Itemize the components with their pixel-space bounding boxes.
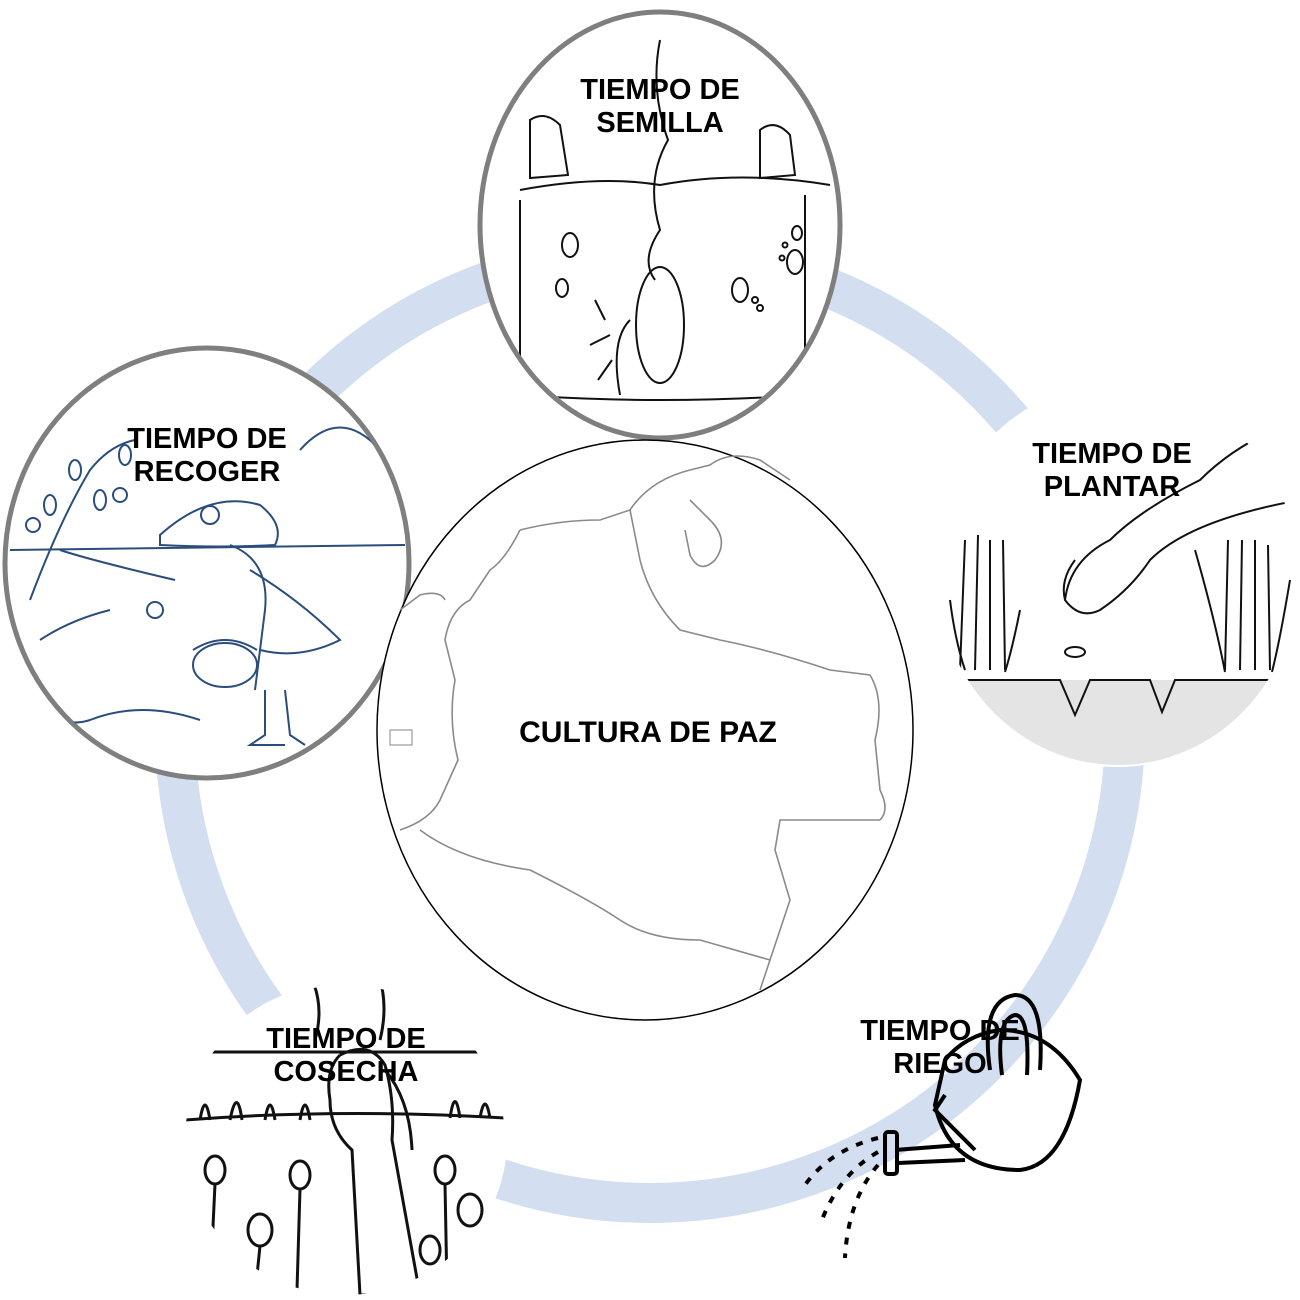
stage-label-line1: TIEMPO DE <box>580 74 740 106</box>
stage-label-plantar: TIEMPO DE PLANTAR <box>1012 438 1212 504</box>
stage-label-line2: SEMILLA <box>596 107 724 139</box>
woman-in-field-illustration <box>183 983 507 1297</box>
stage-label-line1: TIEMPO DE <box>266 1023 426 1055</box>
seed-sprouting-illustration <box>477 9 843 441</box>
stage-label-line2: COSECHA <box>273 1056 419 1088</box>
center-map-illustration: CULTURA DE PAZ <box>376 439 914 1021</box>
stage-label-cosecha: TIEMPO DE COSECHA <box>246 1023 446 1089</box>
watering-can-illustration <box>803 992 1083 1259</box>
stage-label-recoger: TIEMPO DE RECOGER <box>107 423 307 489</box>
stage-label-line1: TIEMPO DE <box>1032 438 1192 470</box>
center-label: CULTURA DE PAZ <box>519 716 777 749</box>
stage-label-line1: TIEMPO DE <box>860 1015 1020 1047</box>
stage-label-line2: RECOGER <box>133 456 281 488</box>
stage-label-line2: PLANTAR <box>1043 471 1181 503</box>
stage-label-line2: RIEGO <box>893 1048 987 1080</box>
stage-label-line1: TIEMPO DE <box>127 423 287 455</box>
girl-picking-fruit-illustration <box>2 345 412 781</box>
stage-label-semilla: TIEMPO DE SEMILLA <box>560 74 760 140</box>
stage-label-riego: TIEMPO DE RIEGO <box>840 1015 1040 1081</box>
